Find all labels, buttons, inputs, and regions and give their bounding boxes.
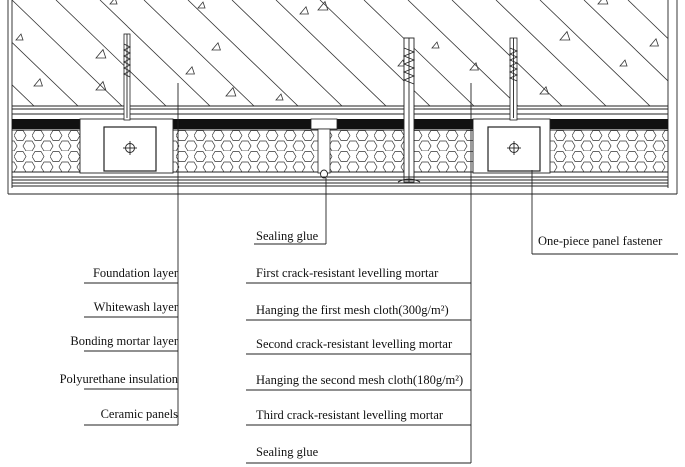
aggregate-mark bbox=[597, 0, 609, 5]
aggregate-mark bbox=[211, 41, 221, 51]
aggregate-mark bbox=[33, 77, 43, 87]
aggregate-mark bbox=[431, 41, 440, 49]
label-third-mortar: Third crack-resistant levelling mortar bbox=[256, 408, 444, 422]
whitewash-layer bbox=[12, 108, 668, 115]
label-first-mortar: First crack-resistant levelling mortar bbox=[256, 266, 439, 280]
aggregate-mark bbox=[185, 65, 195, 75]
label-polyurethane-insulation: Polyurethane insulation bbox=[60, 372, 179, 386]
anchor-center bbox=[397, 37, 421, 183]
aggregate-mark bbox=[649, 37, 659, 47]
aggregate-mark bbox=[95, 80, 107, 91]
aggregate-mark bbox=[559, 30, 571, 41]
leader-lines bbox=[84, 83, 678, 464]
aggregate-mark bbox=[109, 0, 118, 5]
label-whitewash-layer: Whitewash layer bbox=[94, 300, 179, 314]
aggregate-mark bbox=[15, 33, 24, 41]
label-bonding-mortar-layer: Bonding mortar layer bbox=[70, 334, 178, 348]
annotation-labels: Sealing glue One-piece panel fastener Fo… bbox=[60, 229, 663, 459]
label-second-mesh-cloth: Hanging the second mesh cloth(180g/m²) bbox=[256, 373, 463, 387]
finish-layers bbox=[12, 176, 668, 187]
aggregate-mark bbox=[275, 93, 284, 101]
label-panel-fastener: One-piece panel fastener bbox=[538, 234, 663, 248]
aggregate-mark bbox=[619, 59, 628, 67]
label-sealing-glue-top: Sealing glue bbox=[256, 229, 319, 243]
aggregate-mark bbox=[469, 61, 479, 71]
aggregate-mark bbox=[317, 0, 329, 11]
panel-fastener-left bbox=[79, 118, 174, 174]
aggregate-mark bbox=[225, 86, 237, 97]
label-second-mortar: Second crack-resistant levelling mortar bbox=[256, 337, 453, 351]
label-sealing-glue-bottom: Sealing glue bbox=[256, 445, 319, 459]
anchor-right bbox=[508, 37, 519, 121]
panel-fastener-right bbox=[472, 118, 551, 174]
aggregate-marks bbox=[15, 0, 659, 101]
foundation-layer bbox=[12, 0, 668, 107]
aggregate-mark bbox=[539, 85, 549, 95]
aggregate-mark bbox=[197, 1, 206, 9]
aggregate-mark bbox=[299, 5, 309, 15]
label-ceramic-panels: Ceramic panels bbox=[101, 407, 179, 421]
anchor-left bbox=[123, 33, 131, 121]
aggregate-mark bbox=[95, 48, 107, 59]
label-first-mesh-cloth: Hanging the first mesh cloth(300g/m²) bbox=[256, 303, 449, 317]
label-foundation-layer: Foundation layer bbox=[93, 266, 179, 280]
panel-joint bbox=[310, 118, 338, 179]
